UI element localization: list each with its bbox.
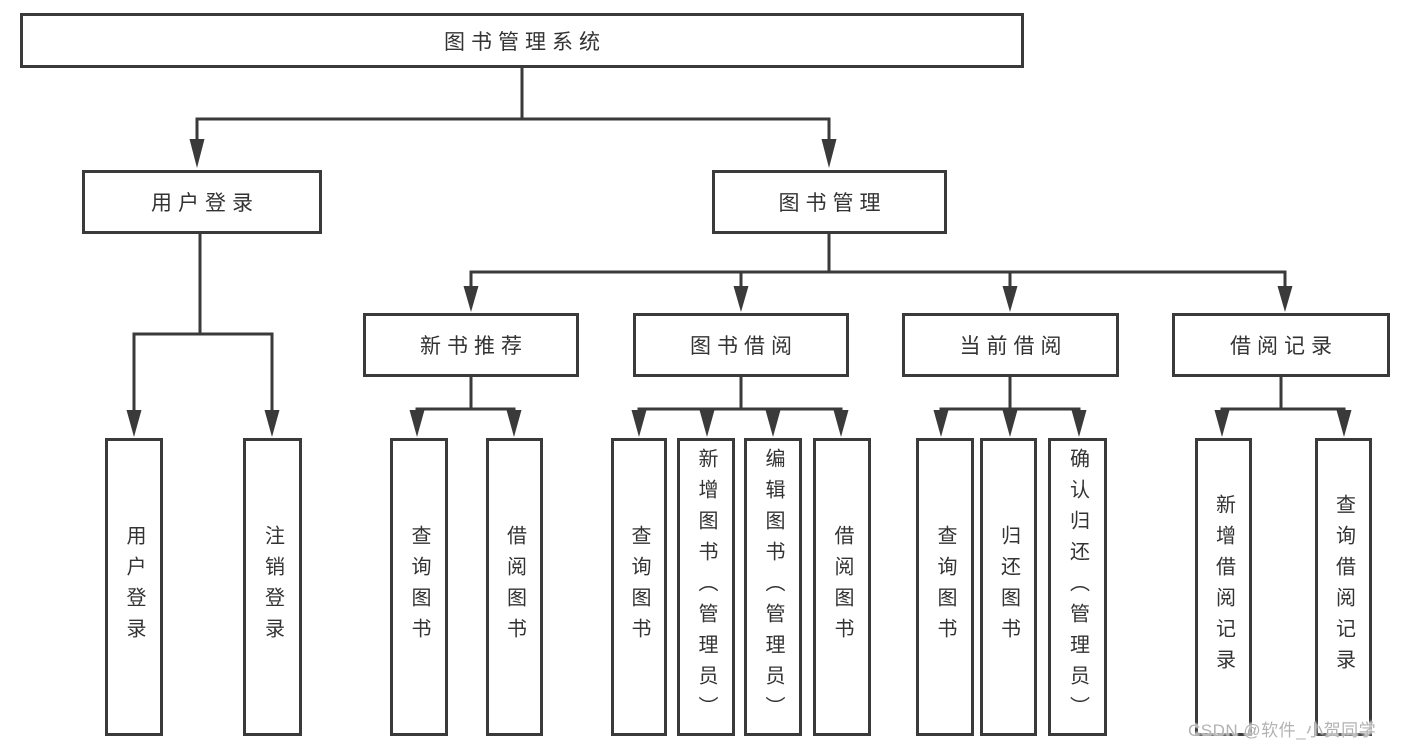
node-leaf-current-query-book: 查询图书 — [916, 438, 974, 736]
node-leaf-borrow-query-book: 查询图书 — [611, 438, 667, 736]
node-book-management: 图书管理 — [712, 170, 947, 234]
node-book-management-label: 图书管理 — [778, 192, 887, 215]
node-leaf-records-add-record-label: 新增借阅记录 — [1212, 494, 1235, 680]
node-leaf-recommend-query-book: 查询图书 — [390, 438, 448, 736]
node-leaf-recommend-query-book-label: 查询图书 — [408, 525, 430, 649]
node-leaf-current-return-book-label: 归还图书 — [997, 525, 1020, 649]
node-leaf-borrow-borrow-book-label: 借阅图书 — [831, 525, 853, 649]
node-new-book-recommend: 新书推荐 — [363, 313, 579, 377]
node-leaf-borrow-add-book-label: 新增图书（管理员） — [695, 447, 717, 727]
node-leaf-recommend-borrow-book: 借阅图书 — [486, 438, 543, 736]
node-leaf-user-login-label: 用户登录 — [123, 525, 145, 649]
node-leaf-borrow-edit-book-label: 编辑图书（管理员） — [762, 447, 784, 727]
node-leaf-logout-login: 注销登录 — [243, 438, 302, 736]
node-borrow-records: 借阅记录 — [1172, 313, 1390, 377]
node-book-borrow-label: 图书借阅 — [690, 335, 798, 358]
node-root: 图书管理系统 — [20, 13, 1024, 68]
node-current-borrow-label: 当前借阅 — [959, 335, 1068, 358]
node-leaf-logout-login-label: 注销登录 — [261, 525, 284, 649]
node-leaf-borrow-edit-book: 编辑图书（管理员） — [744, 438, 802, 736]
node-leaf-borrow-borrow-book: 借阅图书 — [813, 438, 871, 736]
node-user-login: 用户登录 — [82, 170, 322, 234]
connector-group — [132, 68, 1346, 412]
node-root-label: 图书管理系统 — [444, 30, 606, 54]
node-user-login-label: 用户登录 — [151, 192, 259, 215]
node-leaf-records-query-record-label: 查询借阅记录 — [1332, 494, 1355, 680]
node-leaf-borrow-query-book-label: 查询图书 — [628, 525, 650, 649]
node-new-book-recommend-label: 新书推荐 — [420, 335, 528, 358]
node-leaf-borrow-add-book: 新增图书（管理员） — [677, 438, 735, 736]
node-borrow-records-label: 借阅记录 — [1230, 335, 1338, 358]
node-leaf-user-login: 用户登录 — [105, 438, 163, 736]
node-leaf-records-add-record: 新增借阅记录 — [1195, 438, 1252, 736]
node-leaf-current-return-book: 归还图书 — [980, 438, 1037, 736]
node-leaf-current-query-book-label: 查询图书 — [934, 525, 956, 649]
node-leaf-records-query-record: 查询借阅记录 — [1315, 438, 1372, 736]
arrowheads-group — [126, 139, 1352, 437]
node-leaf-current-confirm-return: 确认归还（管理员） — [1048, 438, 1107, 736]
node-current-borrow: 当前借阅 — [902, 313, 1119, 377]
node-book-borrow: 图书借阅 — [633, 313, 849, 377]
watermark: CSDN @软件_小贺同学 — [1188, 721, 1377, 740]
node-leaf-current-confirm-return-label: 确认归还（管理员） — [1066, 447, 1089, 727]
node-leaf-recommend-borrow-book-label: 借阅图书 — [503, 525, 526, 649]
